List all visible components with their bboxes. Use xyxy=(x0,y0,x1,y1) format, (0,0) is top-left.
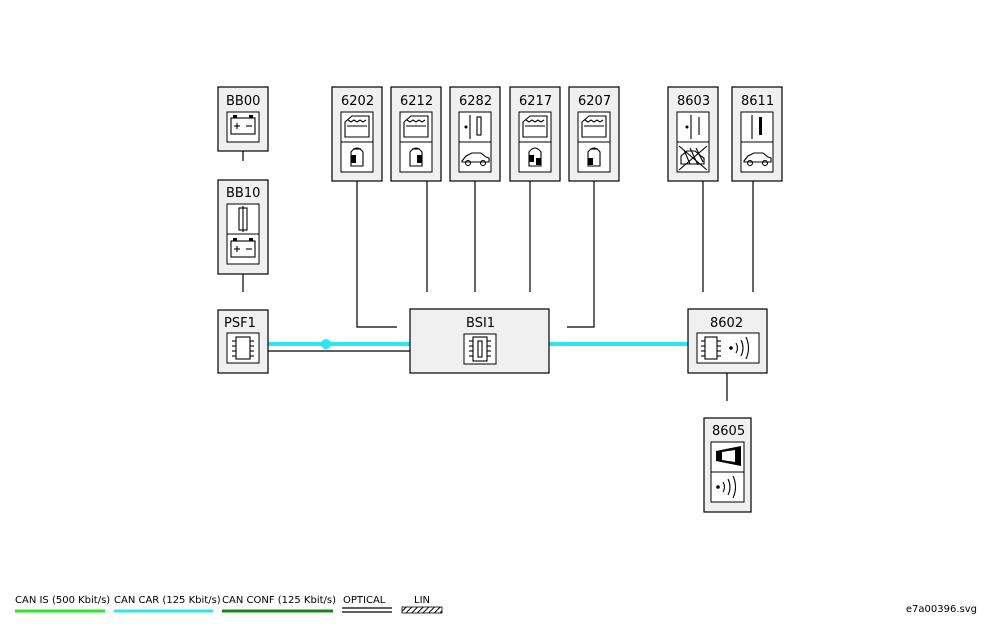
legend-can-car: CAN CAR (125 Kbit/s) xyxy=(114,595,221,613)
can-junction-dot xyxy=(321,339,331,349)
legend-lin-swatch xyxy=(401,606,443,614)
module-6282-icon-frame-top xyxy=(458,111,492,143)
car-rear-right-icon xyxy=(528,147,542,167)
volumetric-sensor-icon xyxy=(678,145,708,171)
module-6212-label: 6212 xyxy=(400,94,433,109)
radio-wave-icon xyxy=(716,475,737,499)
module-8611-label: 8611 xyxy=(741,94,774,109)
wire-6207-bsi1 xyxy=(567,181,595,328)
module-6217-label: 6217 xyxy=(519,94,552,109)
legend-can-car-label: CAN CAR (125 Kbit/s) xyxy=(114,595,221,606)
car-side-icon xyxy=(461,152,490,167)
car-side-icon xyxy=(743,152,772,167)
module-6282[interactable]: 6282 xyxy=(449,86,501,182)
module-bb10[interactable]: BB10 xyxy=(217,179,269,275)
legend-optical-label: OPTICAL xyxy=(343,595,386,606)
module-6217[interactable]: 6217 xyxy=(509,86,561,182)
module-6212[interactable]: 6212 xyxy=(390,86,442,182)
module-6207-icon-frame-bottom xyxy=(577,141,611,173)
horn-icon xyxy=(716,446,741,466)
module-6212-icon-frame-bottom xyxy=(399,141,433,173)
can-car-bus xyxy=(267,339,688,349)
module-8603[interactable]: 8603 xyxy=(667,86,719,182)
module-bsi1-label: BSI1 xyxy=(466,316,495,331)
module-8602-label: 8602 xyxy=(710,316,743,331)
wire-6202-bsi1 xyxy=(356,181,397,328)
chip-fuse-icon xyxy=(469,336,491,362)
module-psf1-label: PSF1 xyxy=(224,316,256,331)
module-bsi1-icon-frame xyxy=(463,333,497,365)
door-switch-icon xyxy=(685,115,700,139)
module-8605-label: 8605 xyxy=(712,424,745,439)
module-8603-icon-frame-top xyxy=(676,111,710,143)
module-8603-label: 8603 xyxy=(677,94,710,109)
legend-lin-label: LIN xyxy=(414,595,430,606)
module-8602[interactable]: 8602 xyxy=(687,308,768,374)
module-8611-icon-frame-top xyxy=(740,111,774,143)
chip-icon xyxy=(232,336,254,360)
window-lifter-icon xyxy=(344,115,370,138)
module-6207[interactable]: 6207 xyxy=(568,86,620,182)
window-lifter-icon xyxy=(581,115,607,138)
chip-icon xyxy=(701,336,721,360)
fuse-icon xyxy=(238,206,248,232)
module-6282-label: 6282 xyxy=(459,94,492,109)
legend-can-conf-label: CAN CONF (125 Kbit/s) xyxy=(222,595,336,606)
file-name: e7a00396.svg xyxy=(906,604,977,615)
window-lifter-icon xyxy=(403,115,429,138)
wires xyxy=(242,151,754,401)
car-rear-left-icon xyxy=(587,147,601,167)
module-6202-icon-frame-bottom xyxy=(340,141,374,173)
module-8605-icon-frame-bottom xyxy=(710,471,745,503)
module-bb10-label: BB10 xyxy=(226,186,260,201)
battery-icon xyxy=(230,238,256,258)
legend-lin: LIN xyxy=(401,595,443,614)
door-switch-icon xyxy=(751,115,762,139)
module-bb00[interactable]: BB00 xyxy=(217,86,269,152)
car-front-left-icon xyxy=(350,147,364,167)
module-psf1-icon-frame xyxy=(226,332,260,364)
module-6207-label: 6207 xyxy=(578,94,611,109)
module-6202-label: 6202 xyxy=(341,94,374,109)
radio-wave-icon xyxy=(729,336,750,360)
window-lifter-icon xyxy=(522,115,548,138)
module-psf1[interactable]: PSF1 xyxy=(217,309,269,374)
module-bb00-icon-frame xyxy=(226,111,260,143)
legend-can-is-label: CAN IS (500 Kbit/s) xyxy=(15,595,110,606)
module-bsi1[interactable]: BSI1 xyxy=(409,308,550,374)
legend: CAN IS (500 Kbit/s) CAN CAR (125 Kbit/s)… xyxy=(15,595,443,614)
module-bb00-label: BB00 xyxy=(226,94,260,109)
legend-optical: OPTICAL xyxy=(342,595,392,613)
module-6202[interactable]: 6202 xyxy=(331,86,383,182)
legend-can-conf: CAN CONF (125 Kbit/s) xyxy=(222,595,336,613)
legend-can-is: CAN IS (500 Kbit/s) xyxy=(15,595,110,613)
door-switch-icon xyxy=(464,115,482,139)
module-6217-icon-frame-bottom xyxy=(518,141,552,173)
battery-icon xyxy=(230,115,256,135)
module-8611[interactable]: 8611 xyxy=(731,86,783,182)
module-8605[interactable]: 8605 xyxy=(703,417,752,513)
module-bb10-battery-frame xyxy=(226,233,260,265)
car-front-right-icon xyxy=(409,147,423,167)
